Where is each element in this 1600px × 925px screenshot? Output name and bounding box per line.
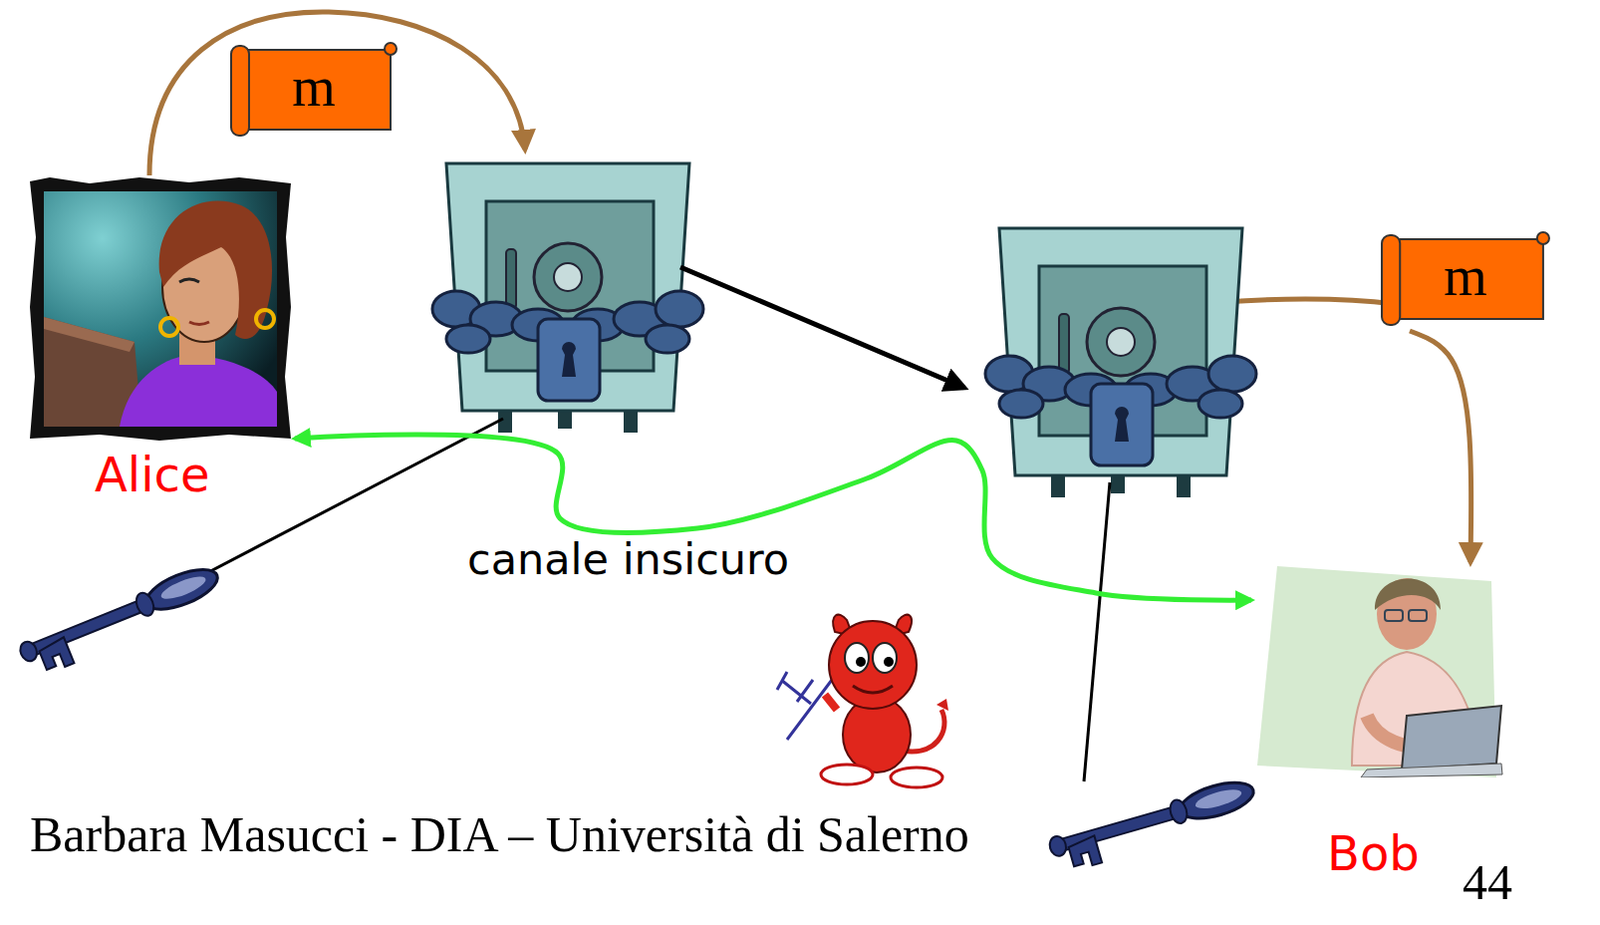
message-scroll: m [229,39,399,140]
message-scroll: m [1379,229,1552,329]
bob-picture [1257,565,1507,778]
devil-icon [777,614,949,788]
page-number: 44 [1462,854,1513,910]
transfer-arrow [149,11,526,176]
locked-safe [432,163,704,433]
key-icon [1046,775,1262,875]
person-name: Alice [94,448,291,502]
footer-credit: Barbara Masucci - DIA – Università di Sa… [29,806,1017,862]
message-text: m [291,58,336,121]
alice-picture [29,177,291,441]
key-line [1083,482,1110,782]
transit-arrow [680,266,965,388]
key-icon [15,560,229,680]
channel-arrow [294,434,1252,600]
person-picture: Alice [29,177,291,441]
locked-safe [985,228,1257,498]
message-text: m [1443,248,1488,310]
edge-label: canale insicuro [464,535,793,583]
person-picture: Bob [1257,565,1507,778]
delivery-arrow [1409,330,1472,562]
transfer-line [1223,298,1395,304]
key-line [197,418,504,578]
